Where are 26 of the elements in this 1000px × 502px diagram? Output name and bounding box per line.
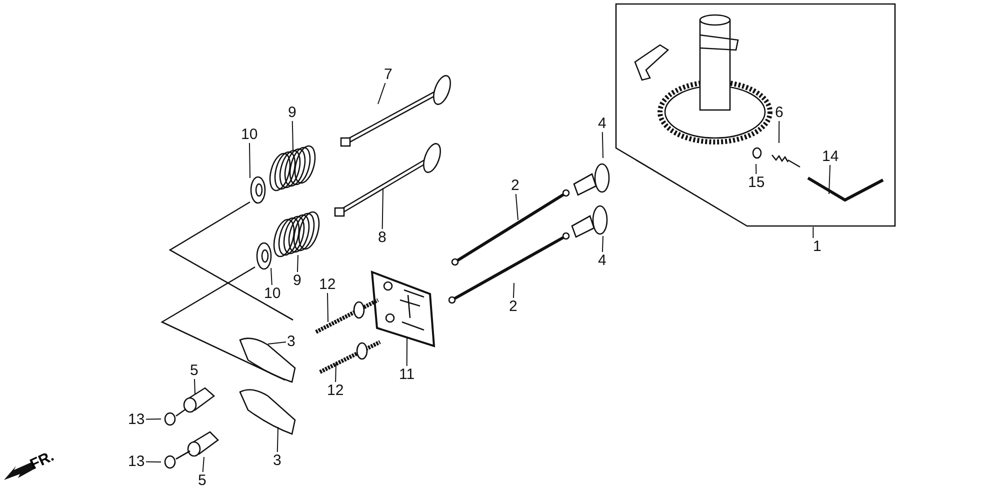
leader-line [145,418,162,420]
leader-line [778,120,780,144]
leader-line [602,132,604,158]
leader-line [382,188,384,230]
leader-line [515,194,518,220]
leader-line [335,362,336,382]
leader-line [276,426,278,452]
leader-line [268,342,286,344]
leader-line [812,226,814,238]
leader-line [296,254,298,272]
direction-label: FR. [28,448,57,474]
leader-line [602,236,604,252]
leader-line [327,292,328,322]
leader-line [145,461,162,462]
leader-line [248,142,250,178]
leader-line [828,164,831,194]
leader-line [270,268,272,286]
leader-line [512,282,514,298]
leader-line [406,338,408,366]
parts-set-outline [615,3,896,227]
leader-line [378,82,386,104]
callout-number: 7 [383,66,394,83]
leader-line [194,378,196,394]
leader-line [202,456,204,472]
leader-line [292,120,294,150]
leader-line [756,164,757,174]
